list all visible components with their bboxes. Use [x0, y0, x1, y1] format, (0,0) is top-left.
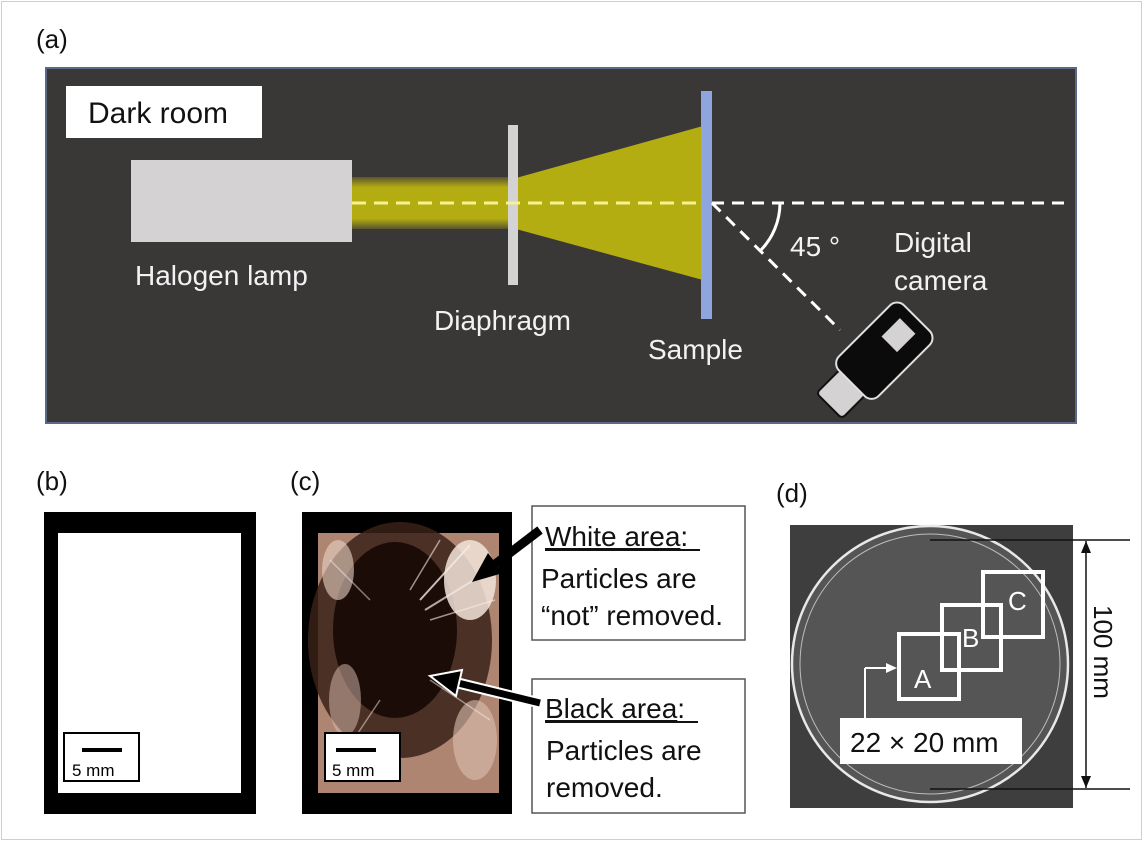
region-label-c: C — [1008, 586, 1027, 616]
panel-c-label: (c) — [290, 466, 321, 496]
sample-plate — [701, 91, 712, 319]
scale-bar-box-b — [63, 732, 140, 782]
panel-b-label: (b) — [36, 466, 68, 496]
black-area-line1: Particles are — [546, 735, 702, 766]
camera-axis — [710, 201, 842, 332]
sample-after-image — [308, 522, 499, 793]
white-area-callout-box — [531, 505, 746, 641]
region-box-c — [981, 570, 1045, 639]
size-label: 22 × 20 mm — [850, 727, 999, 758]
scale-label-b: 5 mm — [72, 761, 115, 780]
panel-d-label: (d) — [776, 478, 808, 508]
angle-arc — [758, 202, 782, 253]
camera-label-line1: Digital — [894, 227, 972, 258]
black-area-callout-box — [531, 678, 746, 814]
panel-a-label: (a) — [36, 24, 68, 54]
angle-label: 45 ° — [790, 231, 840, 262]
region-label-a: A — [914, 664, 932, 694]
black-area-line2: removed. — [546, 772, 663, 803]
white-area-arrow — [472, 526, 543, 582]
black-area-title: Black area: — [545, 693, 685, 724]
diaphragm — [508, 125, 518, 285]
region-box-a — [897, 632, 961, 701]
scale-label-c: 5 mm — [332, 761, 375, 780]
white-area-line1: Particles are — [541, 563, 697, 594]
sample-label: Sample — [648, 334, 743, 365]
halogen-lamp — [131, 160, 352, 242]
size-pointer-arrow — [864, 663, 897, 718]
region-label-b: B — [962, 623, 979, 653]
black-area-arrow — [427, 668, 542, 709]
dimension-arrow-top — [1081, 541, 1091, 553]
diverging-beam — [516, 126, 703, 280]
size-label-box — [840, 718, 1022, 764]
scale-bar-box-c — [324, 732, 401, 782]
camera-icon — [817, 301, 934, 418]
white-area-line2: “not” removed. — [541, 600, 723, 631]
white-area-title: White area: — [545, 521, 688, 552]
dark-room-label: Dark room — [88, 97, 228, 130]
camera-label-line2: camera — [894, 265, 988, 296]
diameter-label: 100 mm — [1088, 605, 1118, 699]
dark-room-label-box — [66, 86, 262, 138]
halogen-lamp-label: Halogen lamp — [135, 260, 308, 291]
dimension-arrow-bottom — [1081, 776, 1091, 788]
specimen-photo — [790, 524, 1073, 808]
diaphragm-label: Diaphragm — [434, 305, 571, 336]
